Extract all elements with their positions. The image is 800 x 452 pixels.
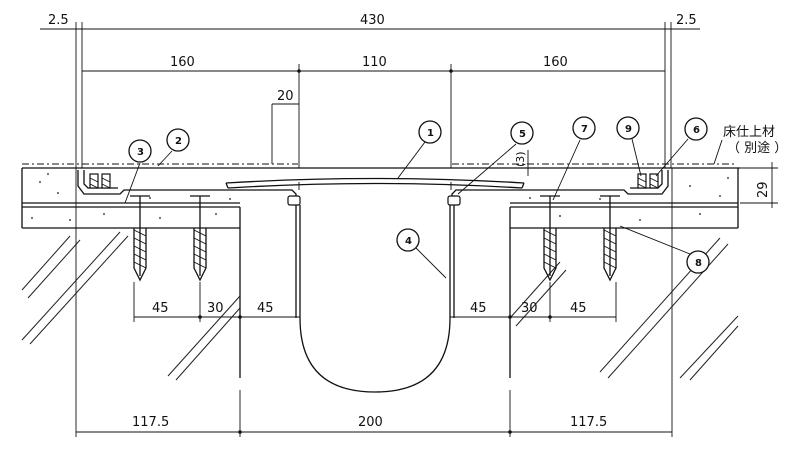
callout-3: 3 <box>124 139 152 204</box>
second-dimension-row: 160 110 160 <box>82 55 665 168</box>
svg-text:8: 8 <box>695 258 702 269</box>
callout-1: 1 <box>397 120 442 179</box>
callout-8: 8 <box>619 225 710 274</box>
svg-text:3: 3 <box>137 147 144 158</box>
dim-anchor-left-30: 30 <box>207 301 224 316</box>
dim-side-29: 29 <box>756 181 771 198</box>
end-fasteners-right <box>637 173 659 189</box>
dim-anchor-right-30: 30 <box>521 301 538 316</box>
svg-text:2: 2 <box>175 136 182 147</box>
callout-6: 6 <box>655 117 708 177</box>
dim-bottom-left: 117.5 <box>132 415 169 430</box>
svg-text:5: 5 <box>519 129 526 140</box>
cover-plate <box>225 177 525 190</box>
label-separate: （ 別途 ） <box>727 140 787 156</box>
anchor-bolts-left <box>130 195 210 282</box>
bottom-dimension-row: 117.5 200 117.5 <box>75 168 673 437</box>
dim-overall: 430 <box>360 13 385 28</box>
side-height-dimension: 29 <box>740 162 778 208</box>
dim-bottom-center: 200 <box>358 415 383 430</box>
anchor-bolts-right <box>540 195 620 282</box>
callout-4: 4 <box>396 228 447 279</box>
svg-text:6: 6 <box>693 125 700 136</box>
concrete-texture <box>31 173 729 221</box>
dim-right-160: 160 <box>543 55 568 70</box>
right-base-frame <box>447 170 669 206</box>
floor-finish-label: 床仕上材 （ 別途 ） <box>713 125 787 165</box>
callout-5: 5 <box>457 121 534 195</box>
dim-anchor-right-45a: 45 <box>470 301 487 316</box>
top-dimension-row: 2.5 430 2.5 <box>40 13 700 168</box>
dim-gap-3: (3) <box>514 151 527 167</box>
callout-2: 2 <box>157 128 190 167</box>
callout-9: 9 <box>616 116 642 177</box>
dim-left-edge: 2.5 <box>48 13 69 28</box>
svg-text:1: 1 <box>427 128 434 139</box>
gap-dimension: (3) <box>514 150 529 176</box>
dim-anchor-left-45a: 45 <box>152 301 169 316</box>
dim-anchor-left-45b: 45 <box>257 301 274 316</box>
anchor-dim-right: 45 30 45 <box>450 282 617 322</box>
cover-height-dimension: 20 <box>271 89 299 164</box>
dim-bottom-right: 117.5 <box>570 415 607 430</box>
dim-left-160: 160 <box>170 55 195 70</box>
dim-anchor-right-45b: 45 <box>570 301 587 316</box>
label-floor-finish: 床仕上材 <box>723 125 775 140</box>
dim-center-110: 110 <box>362 55 387 70</box>
dim-cover-20: 20 <box>277 89 294 104</box>
left-base-frame <box>77 170 301 206</box>
left-slab <box>21 168 241 381</box>
floor-finish-lines <box>22 163 740 169</box>
dim-right-edge: 2.5 <box>676 13 697 28</box>
svg-text:7: 7 <box>581 124 588 135</box>
right-slab <box>509 168 739 381</box>
end-fasteners-left <box>89 173 111 189</box>
callout-7: 7 <box>552 116 596 201</box>
u-seal <box>295 205 455 393</box>
anchor-dim-left: 45 30 45 <box>133 282 300 322</box>
svg-text:4: 4 <box>405 236 412 247</box>
svg-text:9: 9 <box>625 124 632 135</box>
